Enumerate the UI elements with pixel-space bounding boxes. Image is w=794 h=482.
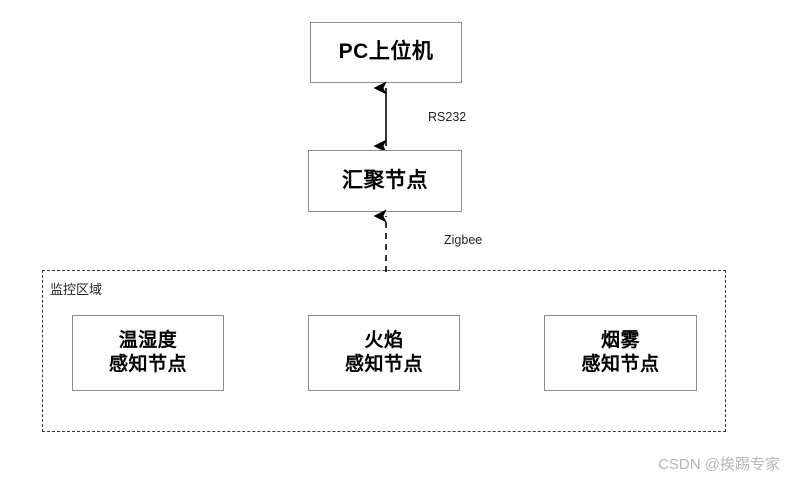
node-flame-sensor: 火焰 感知节点 [308, 315, 460, 391]
monitoring-area-container [42, 270, 726, 432]
node-temperature-humidity-sensor-line2: 感知节点 [108, 354, 187, 375]
node-flame-sensor-line1: 火焰 [364, 329, 404, 351]
node-sink: 汇聚节点 [308, 150, 462, 212]
connector-rs232 [373, 81, 387, 153]
connector-zigbee [373, 209, 387, 272]
node-temperature-humidity-sensor-line1: 温湿度 [118, 329, 178, 351]
node-sink-label: 汇聚节点 [342, 168, 428, 192]
node-smoke-sensor-line1: 烟雾 [600, 329, 640, 351]
connector-rs232-label: RS232 [428, 110, 467, 124]
monitoring-area-label: 监控区域 [50, 282, 103, 297]
node-smoke-sensor: 烟雾 感知节点 [544, 315, 697, 391]
node-pc-host: PC上位机 [310, 22, 462, 83]
node-temperature-humidity-sensor: 温湿度 感知节点 [72, 315, 224, 391]
connector-zigbee-label: Zigbee [444, 233, 483, 247]
watermark: CSDN @挨踢专家 [658, 456, 780, 473]
node-flame-sensor-line2: 感知节点 [344, 354, 423, 375]
node-pc-host-label: PC上位机 [338, 40, 434, 64]
node-smoke-sensor-line2: 感知节点 [581, 354, 660, 375]
